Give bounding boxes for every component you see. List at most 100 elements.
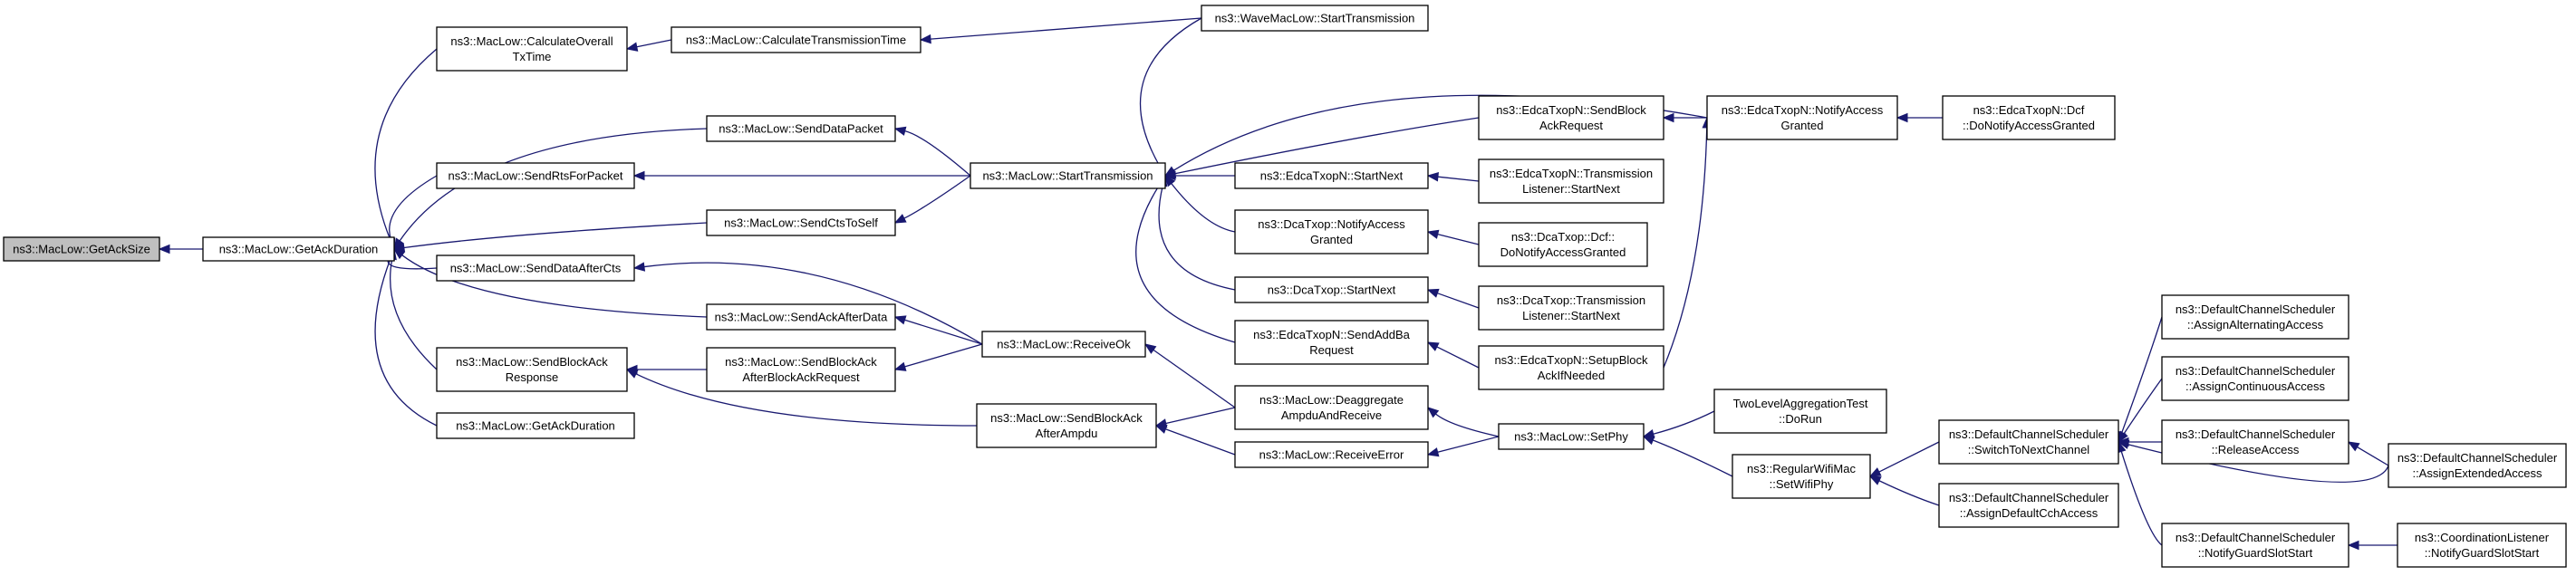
call-edge: [1165, 428, 1236, 456]
function-node[interactable]: ns3::MacLow::SendDataAfterCts: [436, 254, 635, 282]
node-label: ::AssignAlternatingAccess: [2187, 318, 2324, 331]
function-node[interactable]: ns3::DcaTxop::NotifyAccessGranted: [1234, 209, 1429, 254]
node-box: [436, 347, 628, 392]
function-node[interactable]: ns3::MacLow::SendCtsToSelf: [706, 209, 896, 236]
node-label: ::AssignContinuousAccess: [2185, 379, 2325, 393]
function-node[interactable]: ns3::EdcaTxopN::StartNext: [1234, 162, 1429, 189]
node-label: ns3::MacLow::Deaggregate: [1259, 393, 1404, 407]
function-node[interactable]: ns3::DefaultChannelScheduler::AssignAlte…: [2161, 294, 2349, 340]
call-edge: [1878, 480, 1940, 506]
function-node[interactable]: ns3::MacLow::SetPhy: [1498, 423, 1645, 450]
function-node[interactable]: ns3::DefaultChannelScheduler::NotifyGuar…: [2161, 523, 2349, 568]
function-node[interactable]: ns3::DefaultChannelScheduler::AssignCont…: [2161, 356, 2349, 401]
node-label: ns3::MacLow::SetPhy: [1514, 430, 1628, 444]
call-edge: [1165, 407, 1236, 425]
node-label: ns3::MacLow::GetAckDuration: [219, 243, 379, 256]
call-edge: [2123, 378, 2163, 435]
node-box: [1942, 95, 2116, 140]
function-node[interactable]: ns3::MacLow::CalculateTransmissionTime: [671, 26, 921, 53]
call-edge: [2357, 446, 2389, 466]
call-edge: [643, 262, 983, 345]
node-box: [436, 412, 635, 439]
node-box: [706, 303, 896, 331]
call-edge: [1653, 439, 1733, 477]
node-box: [1498, 423, 1645, 450]
function-node[interactable]: ns3::CoordinationListener::NotifyGuardSl…: [2397, 523, 2567, 568]
function-node[interactable]: ns3::MacLow::ReceiveOk: [981, 331, 1146, 358]
node-label: ns3::DcaTxop::NotifyAccess: [1258, 217, 1405, 231]
function-node[interactable]: ns3::MacLow::SendAckAfterData: [706, 303, 896, 331]
node-label: ns3::MacLow::ReceiveError: [1259, 448, 1404, 462]
root-function-node[interactable]: ns3::MacLow::GetAckSize: [3, 236, 160, 262]
node-label: ns3::MacLow::SendBlockAck: [725, 355, 877, 369]
function-node[interactable]: ns3::EdcaTxopN::Dcf::DoNotifyAccessGrant…: [1942, 95, 2116, 140]
node-box: [1234, 441, 1429, 468]
node-label: ns3::MacLow::SendCtsToSelf: [724, 216, 878, 230]
node-label: ns3::MacLow::SendDataAfterCts: [450, 262, 622, 275]
function-node[interactable]: ns3::WaveMacLow::StartTransmission: [1201, 5, 1429, 32]
node-box: [1234, 385, 1429, 430]
node-box: [1234, 162, 1429, 189]
function-node[interactable]: ns3::DefaultChannelScheduler::AssignExte…: [2388, 443, 2567, 488]
function-node[interactable]: ns3::DcaTxop::TransmissionListener::Star…: [1478, 285, 1664, 331]
node-label: ns3::DcaTxop::Dcf::: [1511, 230, 1615, 244]
function-node[interactable]: ns3::MacLow::ReceiveError: [1234, 441, 1429, 468]
function-node[interactable]: TwoLevelAggregationTest::DoRun: [1713, 389, 1887, 434]
node-label: AfterAmpdu: [1036, 427, 1098, 440]
node-label: ::ReleaseAccess: [2212, 443, 2300, 456]
node-box: [1706, 95, 1898, 140]
node-label: ns3::WaveMacLow::StartTransmission: [1215, 12, 1415, 25]
call-edge: [1437, 436, 1500, 453]
node-box: [1938, 483, 2119, 528]
node-label: ::SwitchToNextChannel: [1968, 443, 2090, 456]
edge-arrowhead: [1868, 475, 1882, 485]
edge-arrowhead: [625, 42, 639, 52]
function-node[interactable]: ns3::DefaultChannelScheduler::SwitchToNe…: [1938, 419, 2119, 465]
call-edge: [1140, 17, 1202, 168]
node-label: ns3::DefaultChannelScheduler: [2176, 427, 2336, 441]
node-box: [1732, 454, 1871, 499]
function-node[interactable]: ns3::EdcaTxopN::TransmissionListener::St…: [1478, 158, 1664, 204]
call-edge: [903, 175, 971, 219]
node-label: ns3::EdcaTxopN::Transmission: [1490, 167, 1653, 180]
function-node[interactable]: ns3::MacLow::SendRtsForPacket: [436, 162, 635, 189]
edge-arrowhead: [1163, 170, 1176, 181]
edge-arrowhead: [625, 369, 639, 379]
node-label: Granted: [1781, 119, 1824, 132]
edge-arrowhead: [1896, 112, 1908, 123]
node-box: [1234, 209, 1429, 254]
node-label: ns3::EdcaTxopN::NotifyAccess: [1722, 103, 1884, 117]
node-label: ns3::DefaultChannelScheduler: [1949, 427, 2109, 441]
node-box: [1478, 345, 1664, 390]
function-node[interactable]: ns3::DefaultChannelScheduler::ReleaseAcc…: [2161, 419, 2349, 465]
function-node[interactable]: ns3::RegularWifiMac::SetWifiPhy: [1732, 454, 1871, 499]
node-label: DoNotifyAccessGranted: [1500, 245, 1626, 259]
function-node[interactable]: ns3::DcaTxop::StartNext: [1234, 276, 1429, 303]
node-label: Request: [1309, 343, 1354, 357]
function-node[interactable]: ns3::MacLow::GetAckDuration: [436, 412, 635, 439]
node-label: ns3::DefaultChannelScheduler: [1949, 491, 2109, 504]
function-node[interactable]: ns3::MacLow::StartTransmission: [970, 162, 1166, 189]
function-node[interactable]: ns3::MacLow::SendBlockAckAfterBlockAckRe…: [706, 347, 896, 392]
function-node[interactable]: ns3::DefaultChannelScheduler::AssignDefa…: [1938, 483, 2119, 528]
node-box: [436, 162, 635, 189]
function-node[interactable]: ns3::EdcaTxopN::NotifyAccessGranted: [1706, 95, 1898, 140]
function-node[interactable]: ns3::MacLow::SendDataPacket: [706, 115, 896, 142]
call-edge: [374, 48, 438, 241]
node-label: ns3::CoordinationListener: [2415, 531, 2550, 544]
function-node[interactable]: ns3::MacLow::GetAckDuration: [202, 236, 395, 262]
node-label: ns3::DefaultChannelScheduler: [2176, 302, 2336, 316]
node-box: [706, 209, 896, 236]
node-label: ns3::DefaultChannelScheduler: [2176, 531, 2336, 544]
node-box: [1478, 222, 1648, 267]
edge-arrowhead: [1426, 288, 1440, 298]
function-node[interactable]: ns3::DcaTxop::Dcf::DoNotifyAccessGranted: [1478, 222, 1648, 267]
